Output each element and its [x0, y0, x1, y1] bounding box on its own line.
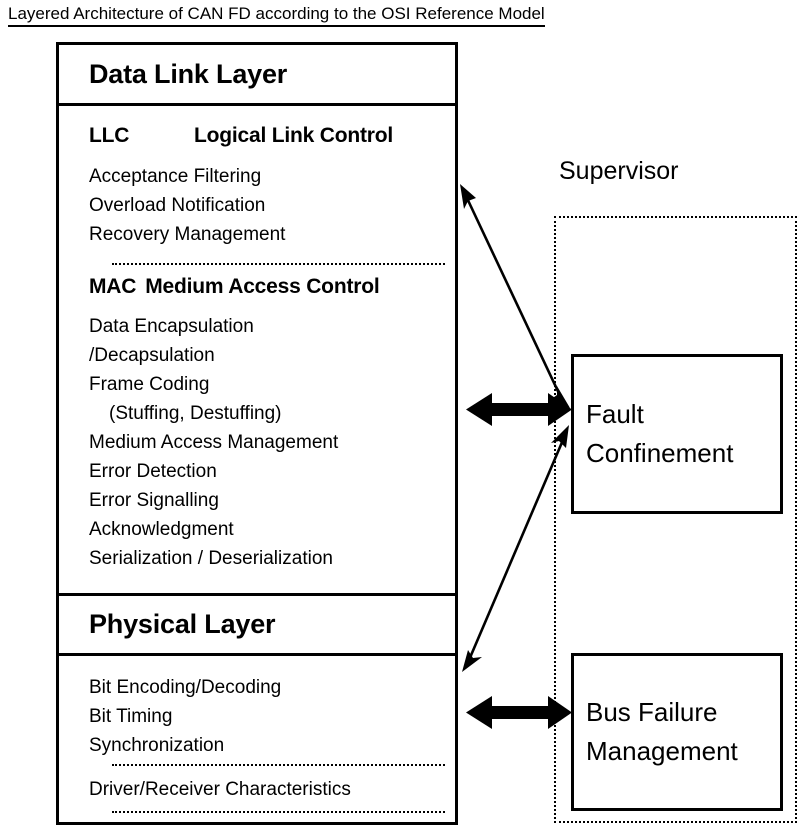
mac-item: /Decapsulation [89, 345, 215, 366]
bus-failure-line2: Management [586, 736, 738, 766]
pl-item: Driver/Receiver Characteristics [89, 779, 351, 800]
physical-layer-to-fault-confinement-arrow [462, 425, 569, 672]
bus-failure-management-box: Bus Failure Management [571, 653, 783, 811]
llc-item: Acceptance Filtering [89, 166, 262, 187]
mac-item: Medium Access Management [89, 432, 339, 453]
llc-item: Overload Notification [89, 195, 266, 216]
data-link-layer-header: Data Link Layer [59, 45, 455, 106]
physical-layer-header: Physical Layer [59, 593, 455, 656]
physical-layer-section: Bit Encoding/Decoding Bit Timing Synchro… [89, 673, 449, 760]
fault-confinement-box: Fault Confinement [571, 354, 783, 514]
mac-item: Error Detection [89, 461, 217, 482]
llc-name: Logical Link Control [194, 124, 393, 147]
mac-item: Frame Coding [89, 374, 210, 395]
pl-item: Synchronization [89, 735, 225, 756]
llc-abbrev: LLC [89, 124, 130, 147]
llc-section: LLC Logical Link Control Acceptance Filt… [89, 124, 449, 249]
physical-layer-separator-bottom [112, 811, 445, 813]
mac-abbrev: MAC [89, 275, 137, 298]
protocol-stack-box: Data Link Layer LLC Logical Link Control… [56, 42, 458, 825]
mac-item: (Stuffing, Destuffing) [109, 403, 282, 424]
bus-failure-line1: Bus Failure [586, 697, 718, 727]
pl-item: Bit Encoding/Decoding [89, 677, 282, 698]
data-link-layer-title: Data Link Layer [89, 58, 288, 89]
mac-item: Acknowledgment [89, 519, 234, 540]
fault-confinement-line1: Fault [586, 399, 644, 429]
mac-item: Error Signalling [89, 490, 219, 511]
mac-item: Data Encapsulation [89, 316, 254, 337]
physical-layer-separator-top [112, 764, 445, 766]
mac-name: Medium Access Control [145, 275, 380, 298]
mac-section: MAC Medium Access Control Data Encapsula… [89, 275, 459, 573]
llc-item: Recovery Management [89, 224, 286, 245]
pl-item: Bit Timing [89, 706, 173, 727]
page-title: Layered Architecture of CAN FD according… [8, 4, 545, 27]
physical-layer-driver-section: Driver/Receiver Characteristics [89, 775, 449, 804]
physical-layer-title: Physical Layer [89, 609, 276, 639]
fault-confinement-line2: Confinement [586, 438, 734, 468]
supervisor-label: Supervisor [559, 157, 679, 185]
mac-item: Serialization / Deserialization [89, 548, 333, 569]
llc-mac-separator [112, 263, 445, 265]
